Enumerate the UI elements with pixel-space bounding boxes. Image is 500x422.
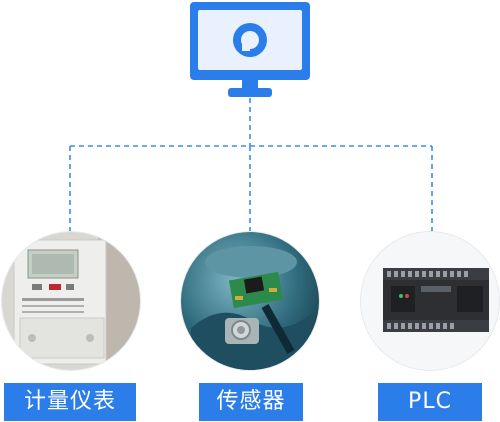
device-label-meter: 计量仪表 <box>4 383 136 421</box>
plc-image <box>361 232 499 370</box>
electric-meter-image <box>2 232 140 370</box>
device-label-sensor: 传感器 <box>199 383 303 421</box>
sensor-image <box>181 232 319 370</box>
device-label-plc: PLC <box>378 383 482 421</box>
monitor-icon <box>188 0 312 100</box>
